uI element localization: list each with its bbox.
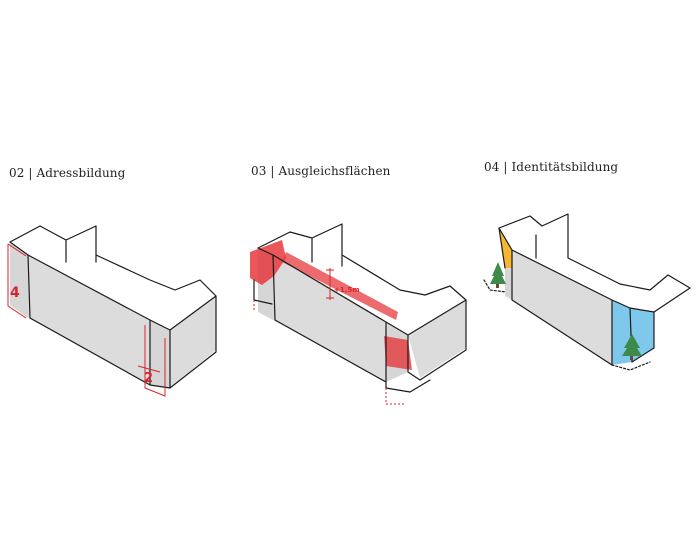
dashed-ground-line: [253, 300, 404, 405]
diagram-identitaetsbildung: [483, 213, 691, 371]
building-end-face-left: [505, 268, 512, 300]
tree-icon-right: [622, 334, 642, 360]
tree-icon-left: [490, 262, 506, 288]
height-marker-right: [137, 325, 166, 397]
dimension-label: +1,5m: [334, 286, 360, 294]
equalisation-area-diagonal: [282, 252, 398, 320]
diagram-ausgleichsflaechen: +1,5m: [250, 223, 467, 405]
height-marker-left: [7, 243, 27, 319]
building-outline: [498, 213, 691, 366]
building-front-face: [28, 255, 150, 385]
height-label-right: 2: [144, 371, 153, 386]
dimension-marker: [326, 268, 334, 300]
height-label-left: 4: [10, 285, 20, 301]
equalisation-area-right: [384, 336, 412, 370]
building-tower-front-face: [170, 296, 216, 388]
diagram-caption-identitaetsbildung: 04 | Identitätsbildung: [484, 160, 619, 174]
building-front-face: [273, 255, 386, 382]
building-front-face: [512, 250, 612, 365]
building-outline: [253, 223, 467, 393]
building-end-face-left: [10, 242, 28, 318]
building-roof: [10, 226, 216, 330]
diagram-adressbildung: 4 2: [7, 225, 217, 397]
equalisation-area-left: [250, 240, 286, 285]
building-roof: [258, 224, 466, 335]
diagram-caption-adressbildung: 02 | Adressbildung: [9, 166, 126, 180]
diagram-caption-ausgleichsflaechen: 03 | Ausgleichsflächen: [251, 164, 391, 178]
ground-plinth: [483, 279, 651, 371]
building-roof: [499, 214, 690, 312]
building-outline: [9, 225, 217, 389]
building-tower-front-face: [408, 300, 466, 378]
